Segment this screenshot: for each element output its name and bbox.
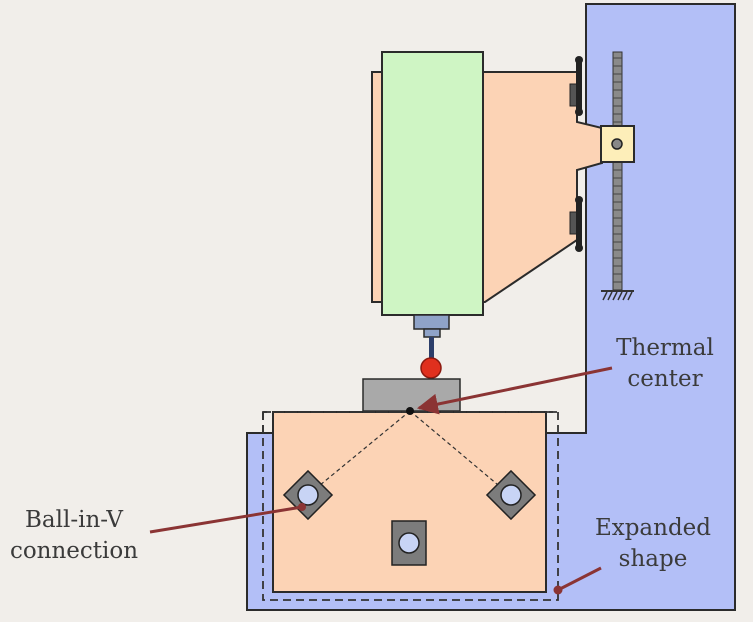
- expanded-shape-label: Expanded shape: [578, 513, 728, 575]
- thermal-center-label: Thermal center: [590, 333, 740, 395]
- thermal-center-label-line2: center: [627, 366, 703, 392]
- thermal-center-label-line1: Thermal: [616, 335, 714, 361]
- reference-block: [362, 378, 461, 412]
- ball-in-v-block-icon: [485, 469, 537, 521]
- probe-ball-icon: [420, 357, 442, 379]
- thermal-center-arrow: [416, 366, 613, 415]
- expanded-shape-label-line1: Expanded: [594, 515, 712, 541]
- center-link-right: [409, 410, 511, 496]
- ball-in-v-arrow: [149, 505, 303, 534]
- ball-in-v-label-line2: connection: [9, 538, 139, 564]
- probe: [413, 314, 450, 359]
- expanded-shape-arrow: [557, 566, 602, 592]
- ball-in-v-block-icon: [391, 520, 427, 566]
- center-link-left: [307, 410, 411, 496]
- carriage-block: [600, 125, 635, 163]
- ball-in-v-label: Ball-in-V connection: [0, 505, 148, 567]
- expanded-shape-label-line2: shape: [618, 546, 688, 572]
- thermal-center-point: [406, 407, 414, 415]
- spindle-motor: [381, 51, 484, 316]
- clamp-handle-icon: [569, 196, 583, 252]
- clamp-handle-icon: [569, 56, 583, 116]
- ball-in-v-label-line1: Ball-in-V: [25, 507, 123, 533]
